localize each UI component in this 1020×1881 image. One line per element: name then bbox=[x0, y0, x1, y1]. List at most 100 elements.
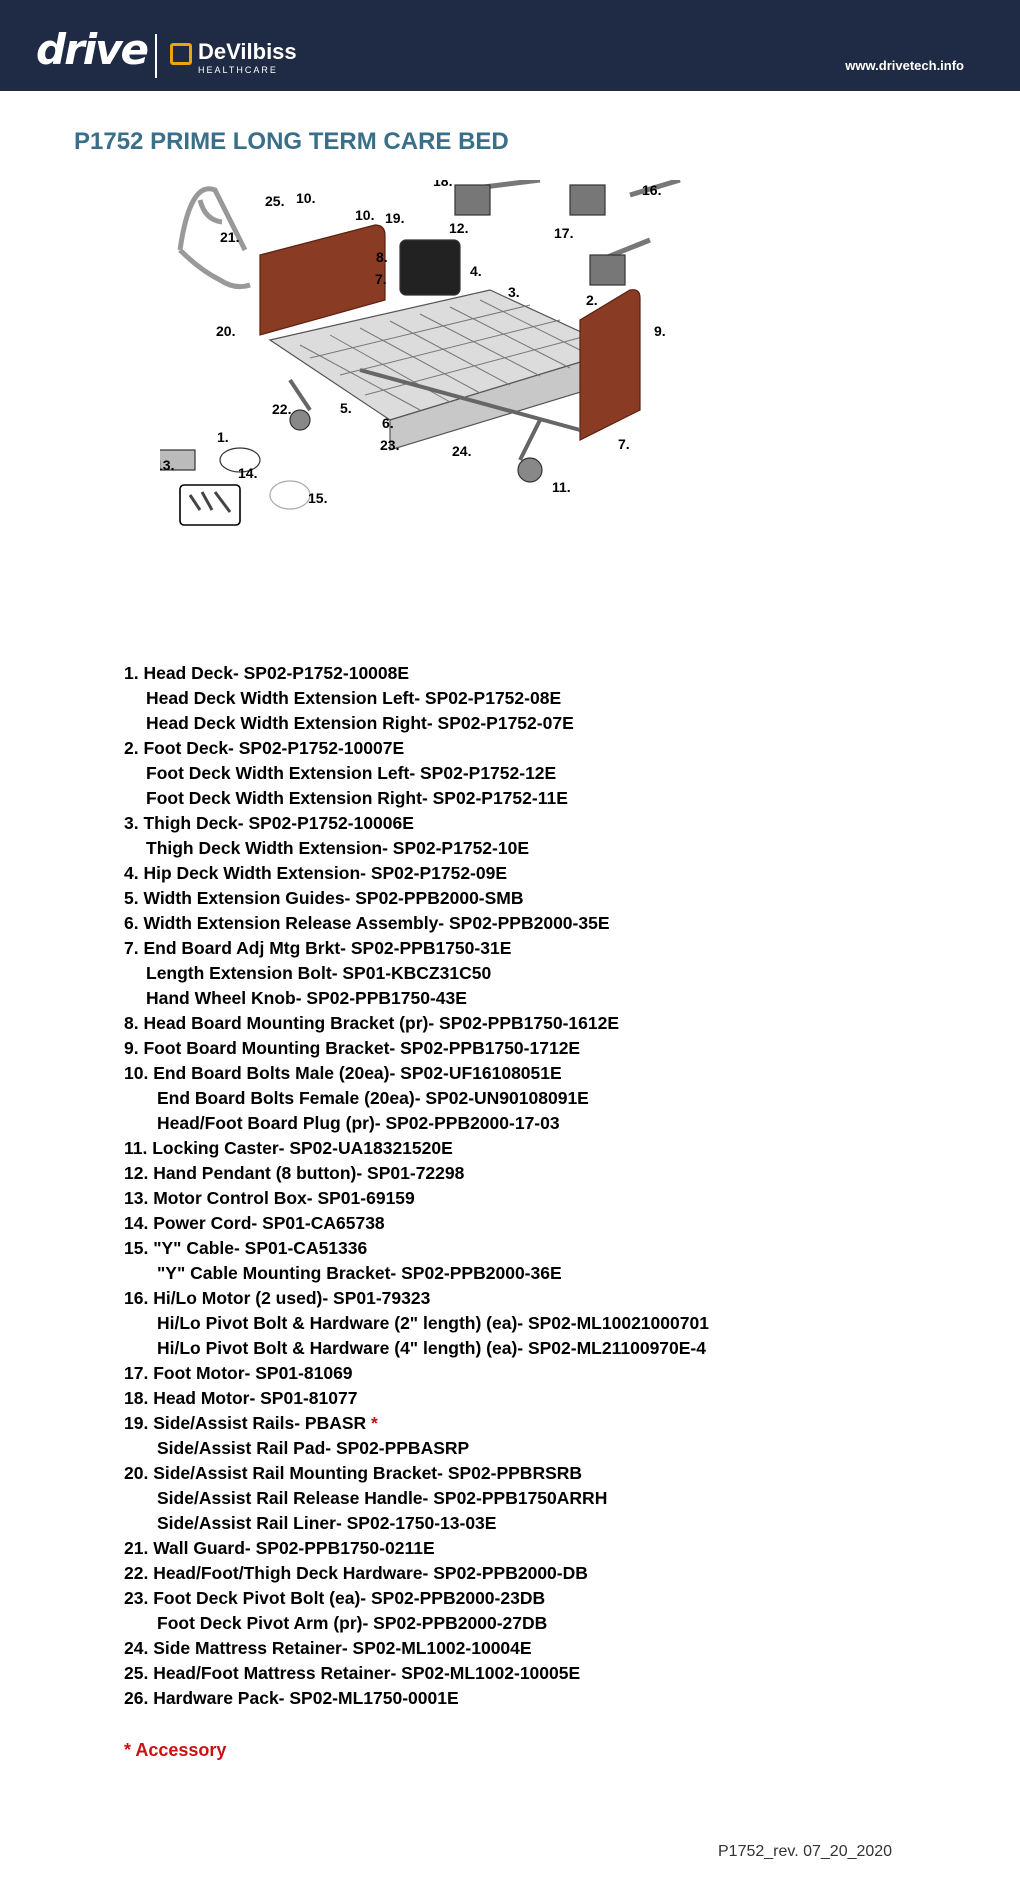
svg-text:14.: 14. bbox=[238, 465, 257, 481]
svg-text:2.: 2. bbox=[586, 292, 598, 308]
part-entry: Head Deck Width Extension Right- SP02-P1… bbox=[124, 711, 924, 736]
part-text: Side/Assist Rail Release Handle- SP02-PP… bbox=[157, 1488, 607, 1508]
part-entry: 16. Hi/Lo Motor (2 used)- SP01-79323 bbox=[124, 1286, 924, 1311]
part-text: 26. Hardware Pack- SP02-ML1750-0001E bbox=[124, 1688, 459, 1708]
part-entry: 19. Side/Assist Rails- PBASR * bbox=[124, 1411, 924, 1436]
part-text: Side/Assist Rail Pad- SP02-PPBASRP bbox=[157, 1438, 469, 1458]
part-text: 16. Hi/Lo Motor (2 used)- SP01-79323 bbox=[124, 1288, 430, 1308]
svg-text:6.: 6. bbox=[382, 415, 394, 431]
part-text: 21. Wall Guard- SP02-PPB1750-0211E bbox=[124, 1538, 435, 1558]
svg-text:11.: 11. bbox=[552, 479, 571, 495]
part-entry: 6. Width Extension Release Assembly- SP0… bbox=[124, 911, 924, 936]
part-entry: "Y" Cable Mounting Bracket- SP02-PPB2000… bbox=[124, 1261, 924, 1286]
part-entry: 23. Foot Deck Pivot Bolt (ea)- SP02-PPB2… bbox=[124, 1586, 924, 1611]
devilbiss-logo: DeVilbiss HEALTHCARE bbox=[170, 38, 400, 80]
revision-label: P1752_rev. 07_20_2020 bbox=[718, 1843, 892, 1861]
part-entry: 17. Foot Motor- SP01-81069 bbox=[124, 1361, 924, 1386]
part-text: 6. Width Extension Release Assembly- SP0… bbox=[124, 913, 610, 933]
part-text: 23. Foot Deck Pivot Bolt (ea)- SP02-PPB2… bbox=[124, 1588, 545, 1608]
part-text: Foot Deck Pivot Arm (pr)- SP02-PPB2000-2… bbox=[157, 1613, 547, 1633]
part-entry: 15. "Y" Cable- SP01-CA51336 bbox=[124, 1236, 924, 1261]
page-title: P1752 PRIME LONG TERM CARE BED bbox=[74, 128, 509, 156]
part-entry: 25. Head/Foot Mattress Retainer- SP02-ML… bbox=[124, 1661, 924, 1686]
accessory-star: * bbox=[371, 1413, 378, 1433]
svg-text:23.: 23. bbox=[380, 437, 399, 453]
part-text: Head/Foot Board Plug (pr)- SP02-PPB2000-… bbox=[157, 1113, 560, 1133]
svg-text:7.: 7. bbox=[375, 271, 387, 287]
part-text: 5. Width Extension Guides- SP02-PPB2000-… bbox=[124, 888, 524, 908]
part-text: 19. Side/Assist Rails- PBASR bbox=[124, 1413, 366, 1433]
svg-text:24.: 24. bbox=[452, 443, 471, 459]
svg-text:9.: 9. bbox=[654, 323, 666, 339]
part-entry: Hand Wheel Knob- SP02-PPB1750-43E bbox=[124, 986, 924, 1011]
part-text: 17. Foot Motor- SP01-81069 bbox=[124, 1363, 353, 1383]
svg-text:8.: 8. bbox=[376, 249, 388, 265]
drive-logo: drive bbox=[36, 28, 147, 72]
svg-text:10.: 10. bbox=[296, 190, 315, 206]
part-entry: Head Deck Width Extension Left- SP02-P17… bbox=[124, 686, 924, 711]
part-text: Thigh Deck Width Extension- SP02-P1752-1… bbox=[146, 838, 529, 858]
part-text: 11. Locking Caster- SP02-UA18321520E bbox=[124, 1138, 453, 1158]
part-text: Hi/Lo Pivot Bolt & Hardware (2" length) … bbox=[157, 1313, 709, 1333]
svg-text:21.: 21. bbox=[220, 229, 239, 245]
exploded-parts-diagram: 1.2.3. 4.5.6. 7.7.8. 9.10.10. 11.12.13. … bbox=[160, 180, 820, 640]
part-text: Foot Deck Width Extension Left- SP02-P17… bbox=[146, 763, 556, 783]
part-entry: 12. Hand Pendant (8 button)- SP01-72298 bbox=[124, 1161, 924, 1186]
part-entry: 22. Head/Foot/Thigh Deck Hardware- SP02-… bbox=[124, 1561, 924, 1586]
part-entry: 21. Wall Guard- SP02-PPB1750-0211E bbox=[124, 1536, 924, 1561]
svg-text:15.: 15. bbox=[308, 490, 327, 506]
svg-text:13.: 13. bbox=[160, 457, 174, 473]
website-url: www.drivetech.info bbox=[845, 58, 964, 73]
part-entry: Length Extension Bolt- SP01-KBCZ31C50 bbox=[124, 961, 924, 986]
part-text: 7. End Board Adj Mtg Brkt- SP02-PPB1750-… bbox=[124, 938, 511, 958]
part-entry: Thigh Deck Width Extension- SP02-P1752-1… bbox=[124, 836, 924, 861]
part-entry: 14. Power Cord- SP01-CA65738 bbox=[124, 1211, 924, 1236]
part-entry: 2. Foot Deck- SP02-P1752-10007E bbox=[124, 736, 924, 761]
part-text: Head Deck Width Extension Right- SP02-P1… bbox=[146, 713, 574, 733]
part-text: Foot Deck Width Extension Right- SP02-P1… bbox=[146, 788, 568, 808]
svg-text:7.: 7. bbox=[618, 436, 630, 452]
part-entry: Foot Deck Pivot Arm (pr)- SP02-PPB2000-2… bbox=[124, 1611, 924, 1636]
part-entry: 24. Side Mattress Retainer- SP02-ML1002-… bbox=[124, 1636, 924, 1661]
svg-text:16.: 16. bbox=[642, 182, 661, 198]
part-text: Side/Assist Rail Liner- SP02-1750-13-03E bbox=[157, 1513, 496, 1533]
svg-text:25.: 25. bbox=[265, 193, 284, 209]
part-text: Hand Wheel Knob- SP02-PPB1750-43E bbox=[146, 988, 467, 1008]
part-entry: Head/Foot Board Plug (pr)- SP02-PPB2000-… bbox=[124, 1111, 924, 1136]
part-text: 1. Head Deck- SP02-P1752-10008E bbox=[124, 663, 409, 683]
part-text: 18. Head Motor- SP01-81077 bbox=[124, 1388, 357, 1408]
svg-text:18.: 18. bbox=[433, 180, 452, 189]
part-entry: 8. Head Board Mounting Bracket (pr)- SP0… bbox=[124, 1011, 924, 1036]
part-text: Hi/Lo Pivot Bolt & Hardware (4" length) … bbox=[157, 1338, 706, 1358]
part-text: 24. Side Mattress Retainer- SP02-ML1002-… bbox=[124, 1638, 532, 1658]
part-entry: 9. Foot Board Mounting Bracket- SP02-PPB… bbox=[124, 1036, 924, 1061]
part-entry: Side/Assist Rail Pad- SP02-PPBASRP bbox=[124, 1436, 924, 1461]
accessory-note: * Accessory bbox=[124, 1739, 226, 1761]
part-entry: 3. Thigh Deck- SP02-P1752-10006E bbox=[124, 811, 924, 836]
part-text: 13. Motor Control Box- SP01-69159 bbox=[124, 1188, 415, 1208]
part-entry: 1. Head Deck- SP02-P1752-10008E bbox=[124, 661, 924, 686]
devilbiss-subtitle: HEALTHCARE bbox=[198, 65, 278, 75]
part-entry: 20. Side/Assist Rail Mounting Bracket- S… bbox=[124, 1461, 924, 1486]
part-text: 22. Head/Foot/Thigh Deck Hardware- SP02-… bbox=[124, 1563, 588, 1583]
devilbiss-mark-icon bbox=[170, 43, 192, 65]
part-entry: 5. Width Extension Guides- SP02-PPB2000-… bbox=[124, 886, 924, 911]
part-text: 20. Side/Assist Rail Mounting Bracket- S… bbox=[124, 1463, 582, 1483]
svg-text:5.: 5. bbox=[340, 400, 352, 416]
parts-list: 1. Head Deck- SP02-P1752-10008E Head Deck… bbox=[124, 661, 924, 1711]
svg-text:12.: 12. bbox=[449, 220, 468, 236]
part-text: 25. Head/Foot Mattress Retainer- SP02-ML… bbox=[124, 1663, 580, 1683]
part-text: 10. End Board Bolts Male (20ea)- SP02-UF… bbox=[124, 1063, 562, 1083]
part-entry: Hi/Lo Pivot Bolt & Hardware (2" length) … bbox=[124, 1311, 924, 1336]
part-text: 2. Foot Deck- SP02-P1752-10007E bbox=[124, 738, 404, 758]
svg-text:17.: 17. bbox=[554, 225, 573, 241]
logo-divider bbox=[155, 34, 157, 78]
header-banner: drive DeVilbiss HEALTHCARE www.drivetech… bbox=[0, 0, 1020, 91]
svg-text:3.: 3. bbox=[508, 284, 520, 300]
part-entry: 18. Head Motor- SP01-81077 bbox=[124, 1386, 924, 1411]
part-entry: Foot Deck Width Extension Left- SP02-P17… bbox=[124, 761, 924, 786]
svg-text:20.: 20. bbox=[216, 323, 235, 339]
part-text: 3. Thigh Deck- SP02-P1752-10006E bbox=[124, 813, 414, 833]
part-entry: Side/Assist Rail Release Handle- SP02-PP… bbox=[124, 1486, 924, 1511]
part-entry: 13. Motor Control Box- SP01-69159 bbox=[124, 1186, 924, 1211]
